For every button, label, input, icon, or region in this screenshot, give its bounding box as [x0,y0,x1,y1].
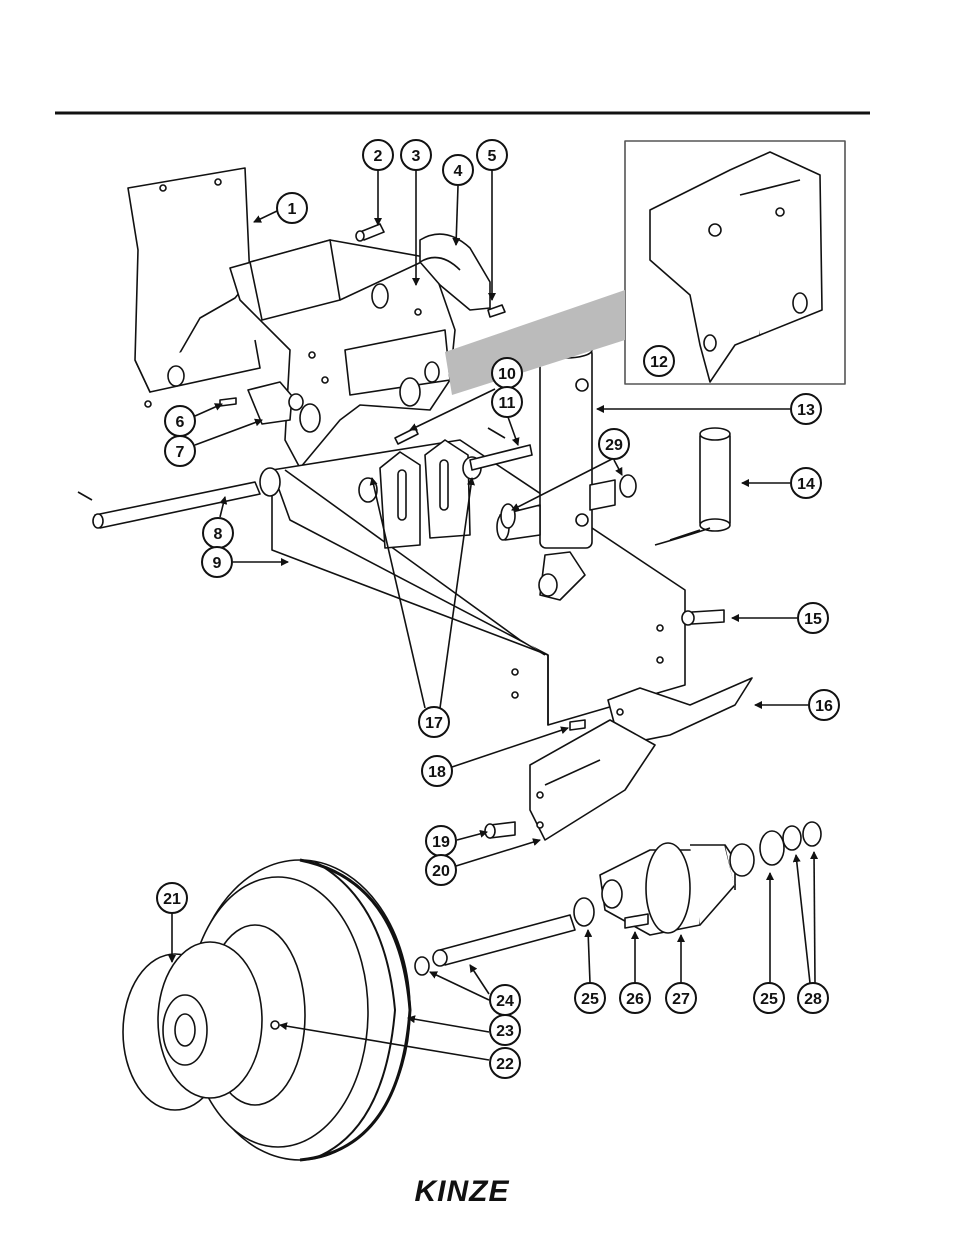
kinze-logo: KINZE [402,1175,520,1208]
callout-13: 13 [791,394,821,424]
callout-2: 2 [363,140,393,170]
svg-text:8: 8 [214,526,223,543]
part-25-bearing-outer [730,831,784,876]
part-24-spindle [415,915,575,975]
callout-15: 15 [798,603,828,633]
callout-25-left: 25 [575,983,605,1013]
callout-12: 12 [644,346,674,376]
parts-drawing [78,141,845,1160]
svg-text:7: 7 [176,444,185,461]
callout-3: 3 [401,140,431,170]
svg-text:5: 5 [488,148,497,165]
callout-8: 8 [203,518,233,548]
callout-22: 22 [490,1048,520,1078]
svg-text:22: 22 [496,1056,514,1073]
svg-text:12: 12 [650,354,668,371]
part-25-bearing-inner [574,880,622,926]
callout-18: 18 [422,756,452,786]
callout-5: 5 [477,140,507,170]
callout-28: 28 [798,983,828,1013]
svg-text:29: 29 [605,437,623,454]
part-15-bolt [682,610,724,625]
callout-26: 26 [620,983,650,1013]
callout-29: 29 [599,429,629,459]
callout-14: 14 [791,468,821,498]
svg-text:KINZE: KINZE [415,1175,510,1208]
part-20-scraper-bracket [530,720,655,840]
callout-6: 6 [165,406,195,436]
svg-text:2: 2 [374,148,383,165]
svg-text:27: 27 [672,991,690,1008]
part-22-valve [271,1021,279,1029]
svg-text:19: 19 [432,834,450,851]
callout-23: 23 [490,1015,520,1045]
svg-text:9: 9 [213,555,222,572]
svg-text:10: 10 [498,366,516,383]
svg-text:16: 16 [815,698,833,715]
part-14-hitch-pin [655,428,730,545]
callout-20: 20 [426,855,456,885]
svg-text:15: 15 [804,611,822,628]
svg-text:3: 3 [412,148,421,165]
svg-text:6: 6 [176,414,185,431]
callout-21: 21 [157,883,187,913]
svg-text:21: 21 [163,891,181,908]
callout-10: 10 [492,358,522,388]
svg-text:25: 25 [581,991,599,1008]
callout-16: 16 [809,690,839,720]
svg-text:25: 25 [760,991,778,1008]
svg-text:26: 26 [626,991,644,1008]
svg-text:23: 23 [496,1023,514,1040]
callout-19: 19 [426,826,456,856]
callout-27: 27 [666,983,696,1013]
callout-17: 17 [419,707,449,737]
svg-text:17: 17 [425,715,443,732]
part-3-mount-bracket [230,240,455,468]
svg-text:20: 20 [432,863,450,880]
svg-text:28: 28 [804,991,822,1008]
callout-9: 9 [202,547,232,577]
callout-25-right: 25 [754,983,784,1013]
part-28-nuts [783,822,821,850]
callout-7: 7 [165,436,195,466]
svg-text:4: 4 [454,163,463,180]
callout-1: 1 [277,193,307,223]
callout-4: 4 [443,155,473,185]
part-2-bolt [356,224,384,241]
svg-text:1: 1 [288,201,297,218]
svg-text:14: 14 [797,476,815,493]
svg-text:24: 24 [496,993,514,1010]
part-8-long-pin [78,482,260,528]
svg-text:11: 11 [499,395,516,412]
svg-text:18: 18 [428,764,446,781]
svg-text:13: 13 [797,402,815,419]
callout-11: 11 [492,387,522,417]
callout-24: 24 [490,985,520,1015]
